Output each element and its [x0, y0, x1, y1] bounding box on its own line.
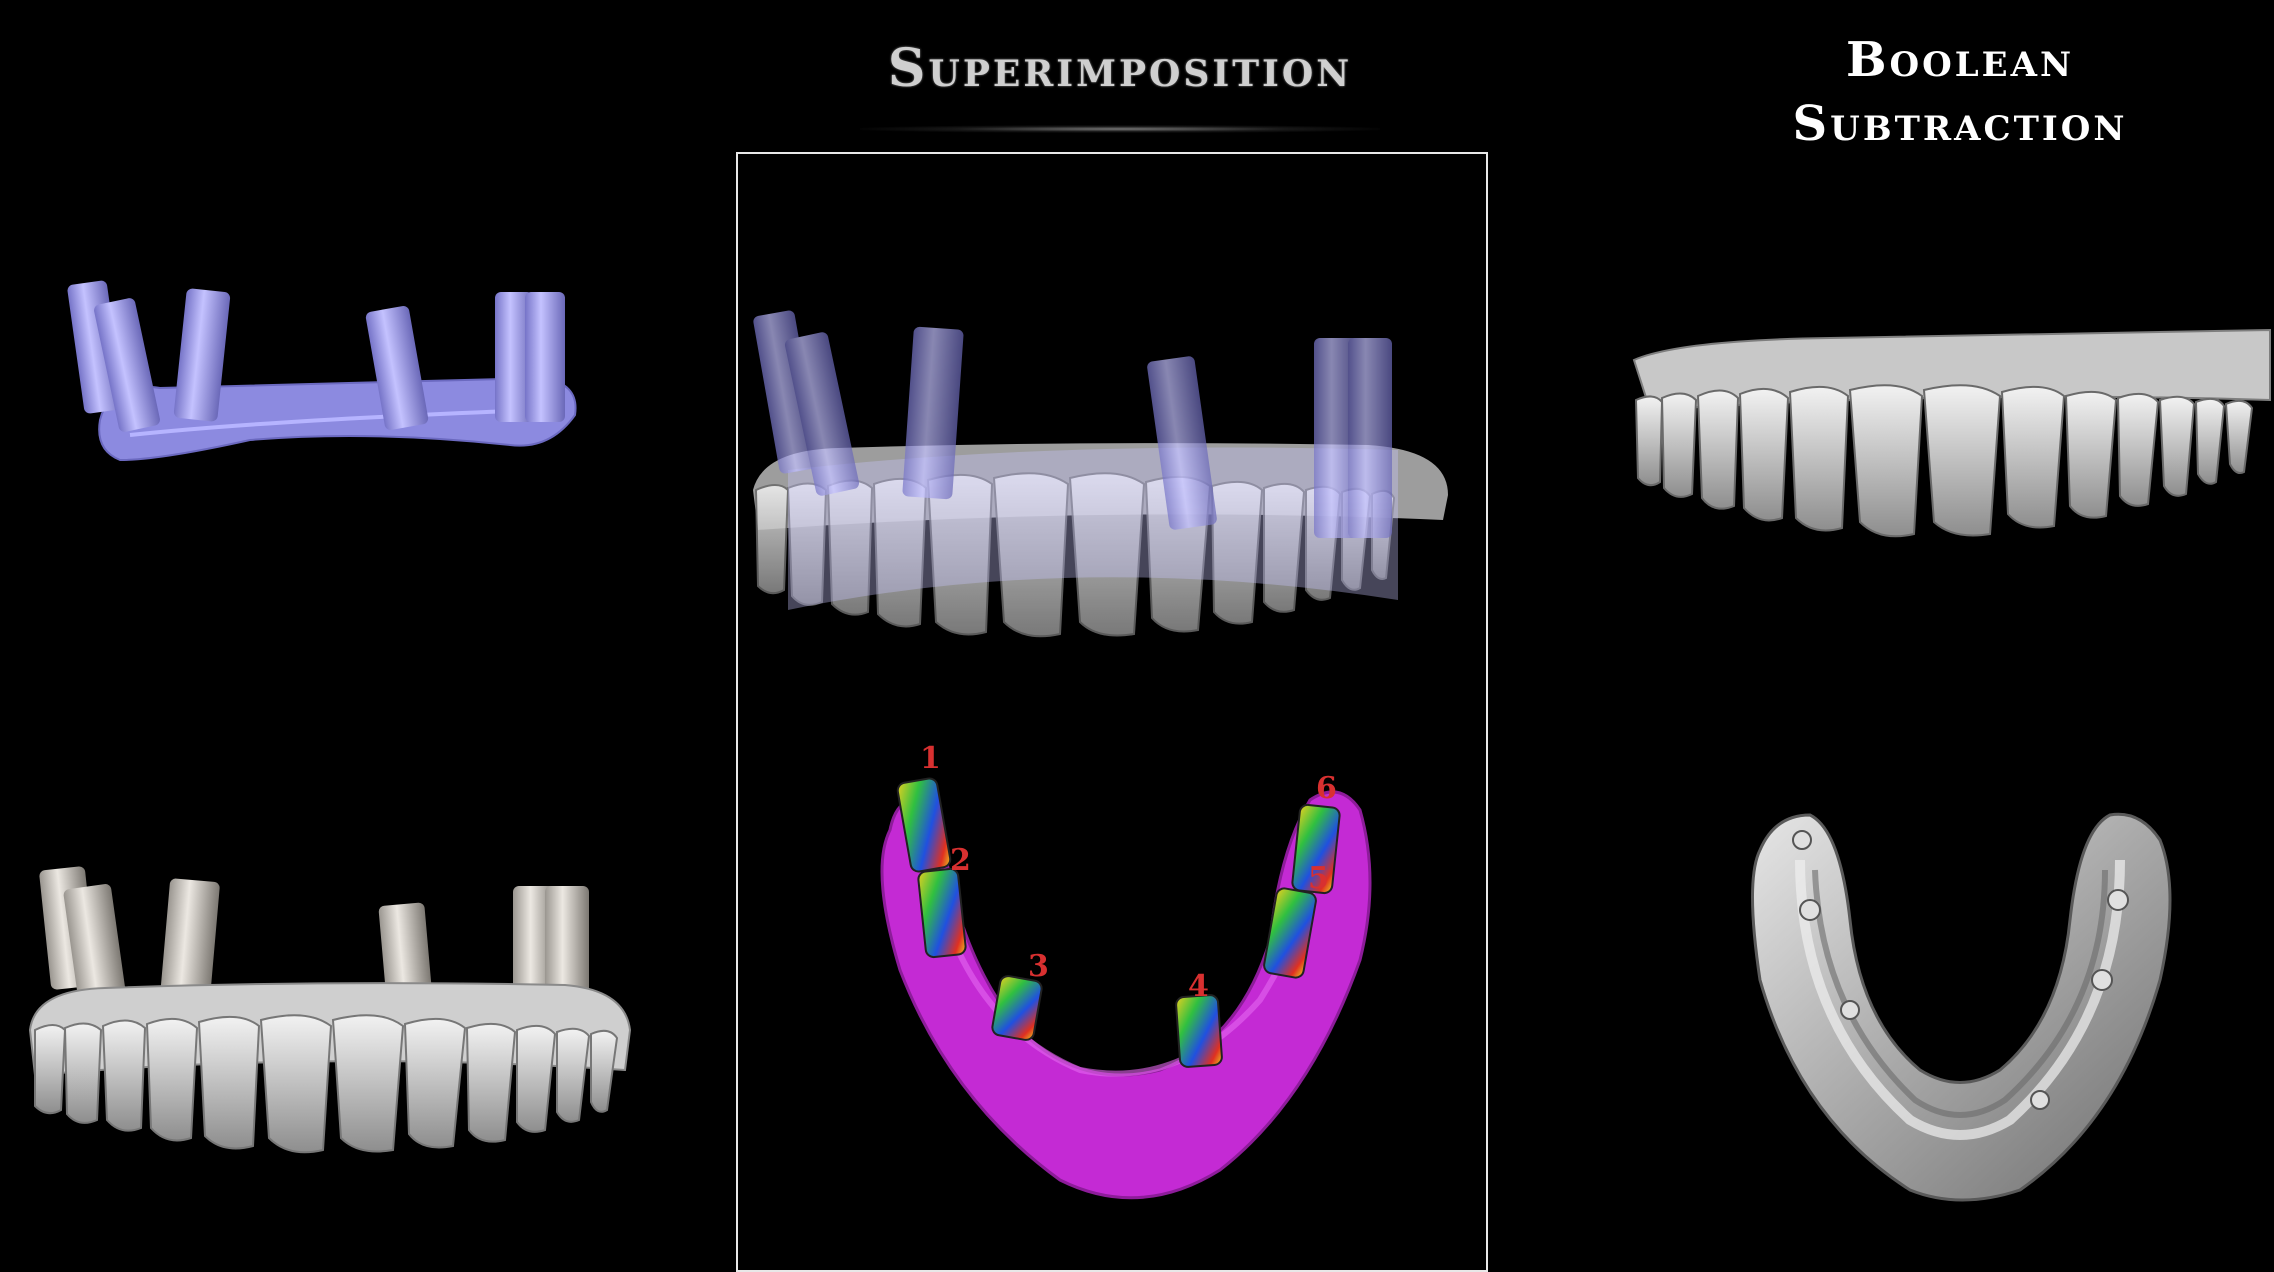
- subtracted-arch-occlusal: [1740, 800, 2180, 1210]
- title-underline: [860, 125, 1380, 133]
- scan-body-bar-model: [70, 270, 590, 490]
- prosthesis-with-cylinders-model: [25, 860, 635, 1150]
- boolean-title-line2: Subtraction: [1680, 92, 2240, 156]
- implant-label-4: 4: [1188, 969, 1209, 1004]
- implant-label-1: 1: [920, 741, 941, 776]
- implant-label-3: 3: [1028, 949, 1049, 984]
- superimposed-model: [748, 300, 1458, 650]
- boolean-subtraction-title: Boolean Subtraction: [1680, 28, 2240, 156]
- boolean-title-line1: Boolean: [1680, 28, 2240, 92]
- subtracted-prosthesis-front: [1630, 320, 2270, 540]
- superimposition-title: Superimposition: [770, 38, 1470, 99]
- implant-label-6: 6: [1316, 771, 1337, 806]
- magenta-arch-implant-map: 1 2 3 4 5 6: [860, 740, 1380, 1230]
- implant-label-2: 2: [950, 843, 971, 878]
- implant-label-5: 5: [1308, 861, 1329, 896]
